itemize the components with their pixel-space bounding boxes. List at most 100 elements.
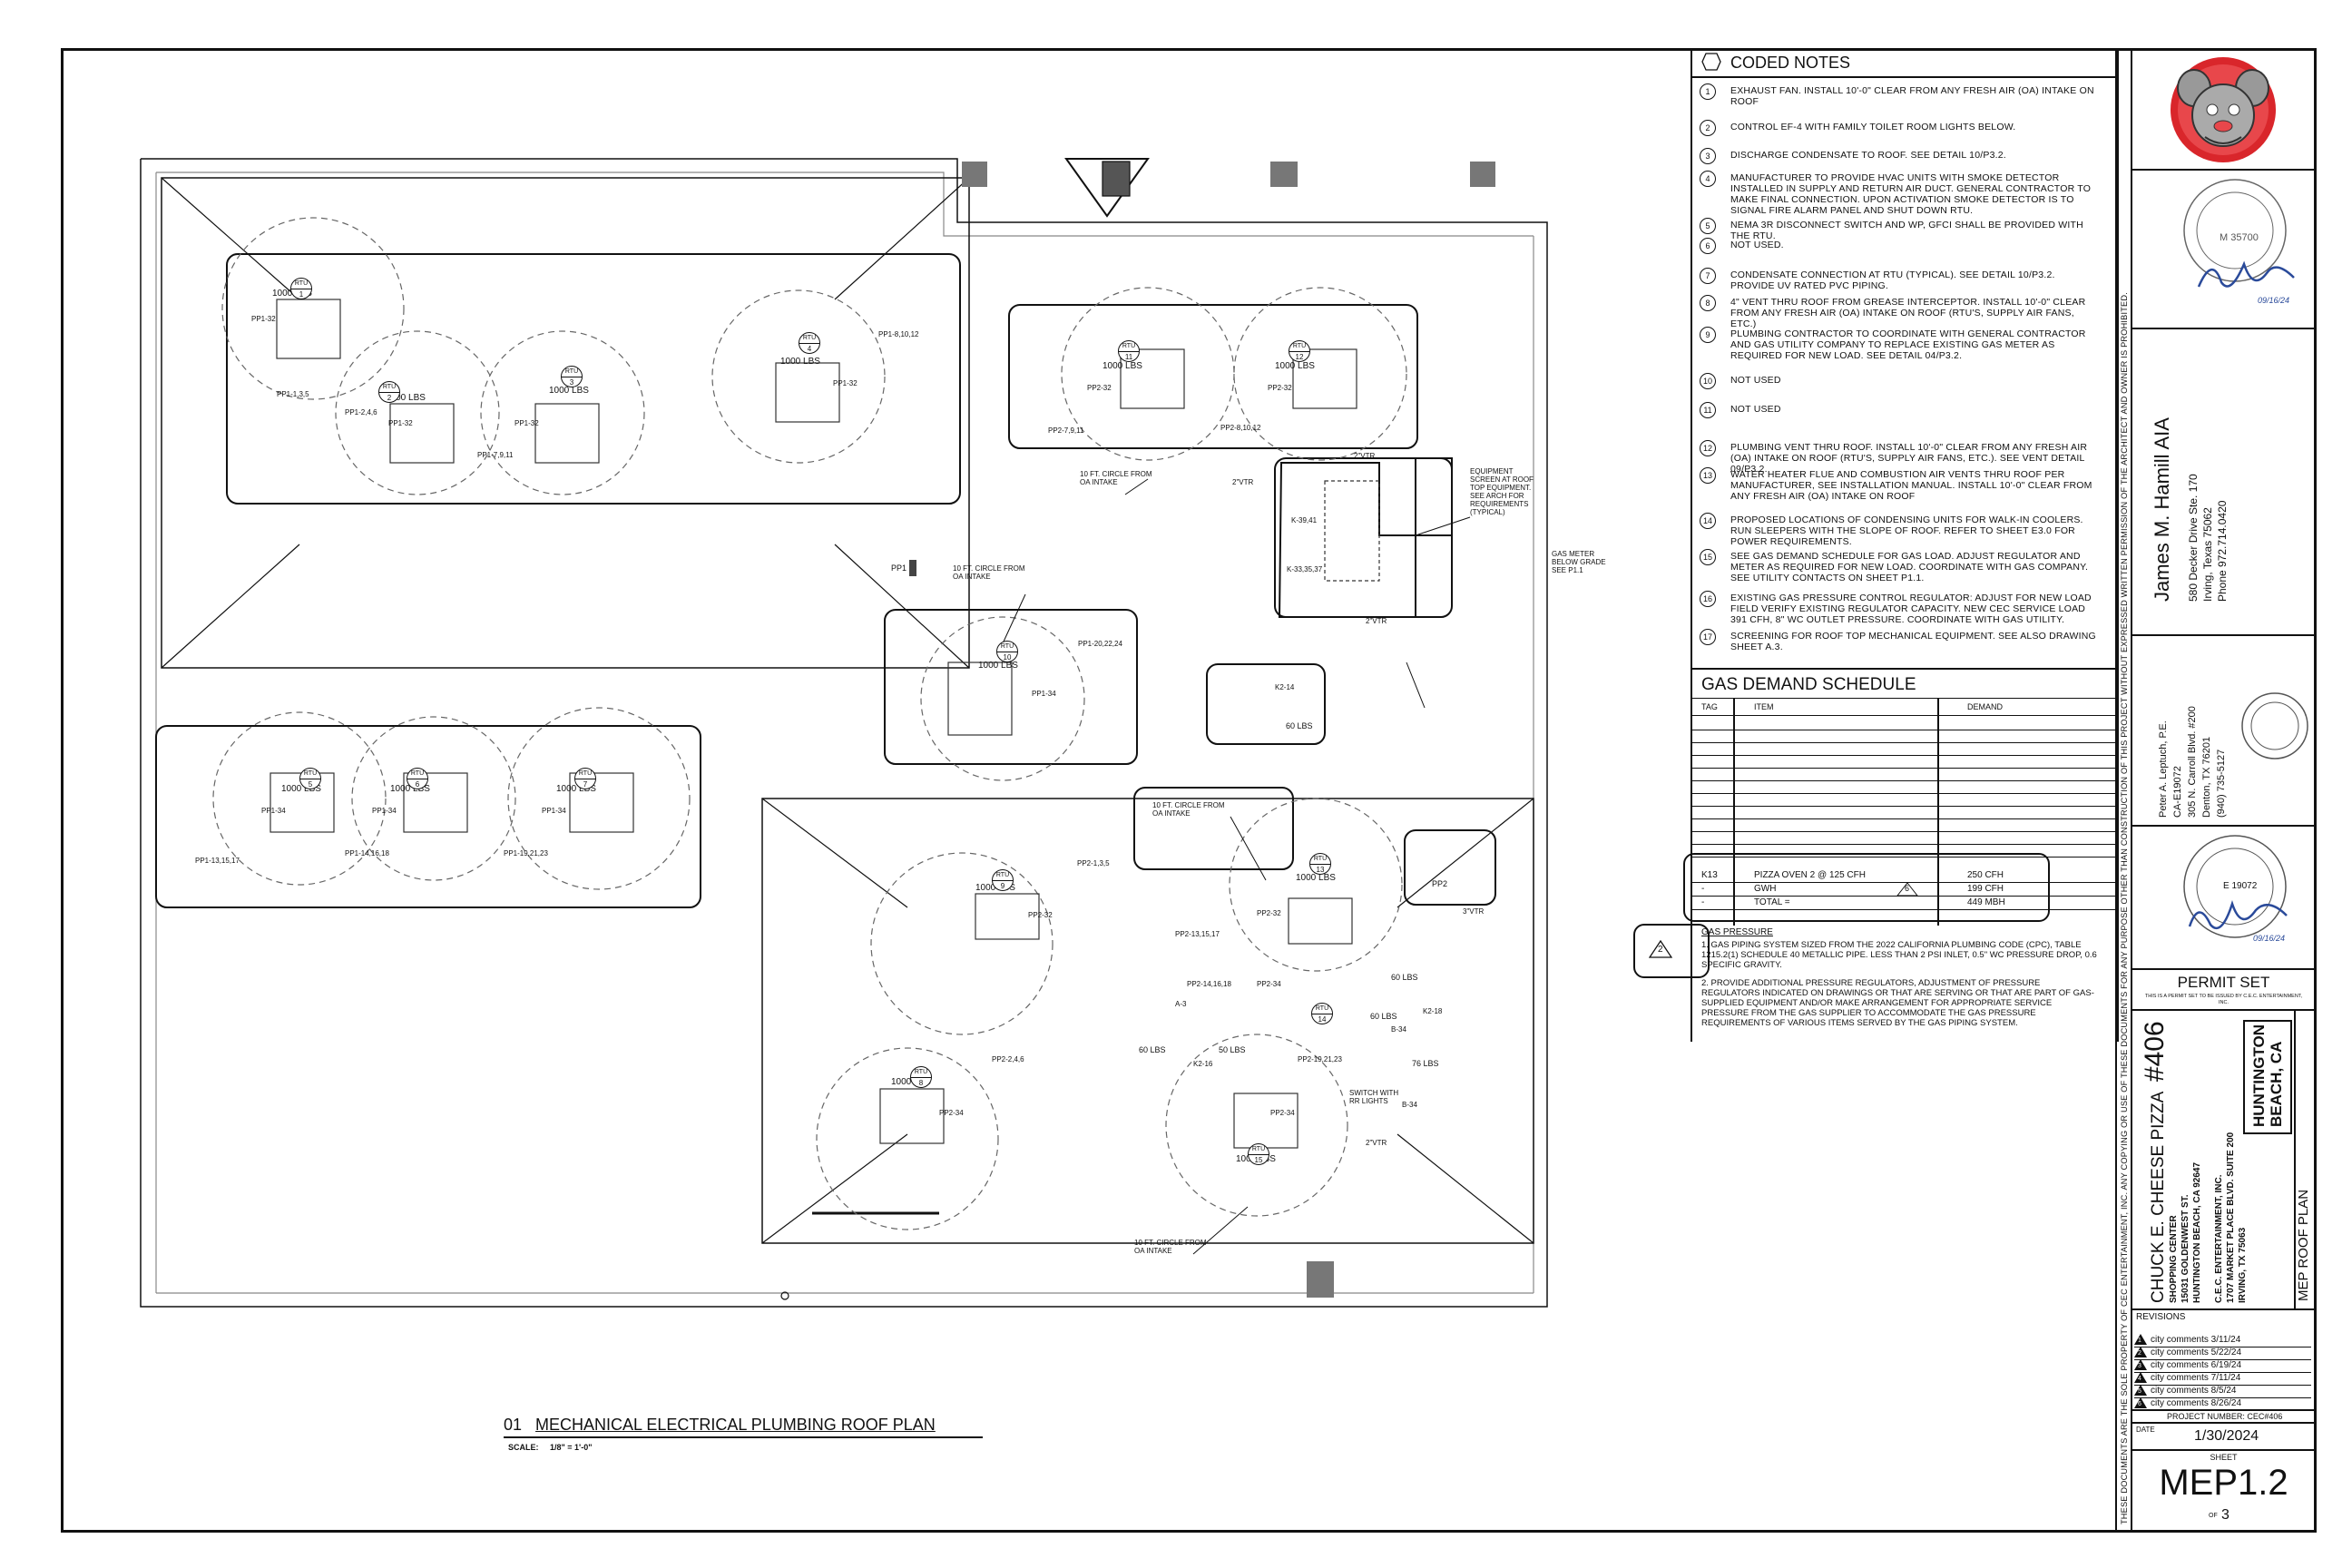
center-name: SHOPPING CENTER — [2169, 1215, 2179, 1303]
rtu-tag-number: 13 — [1316, 866, 1325, 874]
oa-circle-note-4: 10 FT. CIRCLE FROM OA INTAKE — [1134, 1239, 1207, 1255]
pp2-32-d: PP2-32 — [1257, 909, 1281, 917]
revision-number: 2 — [2138, 1350, 2141, 1357]
city-name: HUNTINGTON BEACH, CA — [2250, 1024, 2285, 1127]
rtu-5-weight: 1000 LBS — [281, 784, 321, 794]
gas-schedule-tag: - — [1701, 884, 1705, 894]
revision-number: 6 — [2138, 1401, 2141, 1407]
pp1-131517-label: PP1-13,15,17 — [195, 857, 240, 865]
date-value: 1/30/2024 — [2194, 1428, 2259, 1444]
pp1-34-c: PP1-34 — [542, 807, 566, 815]
sheet-border — [61, 48, 2317, 1533]
pp2-34-b: PP2-34 — [1257, 980, 1281, 988]
b34-label-2: B-34 — [1402, 1101, 1417, 1109]
coded-note-text: NOT USED. — [1730, 240, 1784, 250]
rtu-tag-number: 11 — [1124, 353, 1133, 361]
drawing-title-text: MECHANICAL ELECTRICAL PLUMBING ROOF PLAN — [535, 1416, 936, 1434]
owner-name: C.E.C. ENTERTAINMENT, INC. — [2214, 1174, 2224, 1303]
gas-schedule-tag: K13 — [1701, 870, 1718, 880]
city-box — [2243, 1020, 2292, 1134]
coded-note-number: 1 — [1700, 83, 1716, 100]
gas-schedule-demand: 199 CFH — [1967, 884, 2004, 894]
coded-note-number: 7 — [1700, 268, 1716, 284]
coded-note-text: WATER HEATER FLUE AND COMBUSTION AIR VEN… — [1730, 469, 2092, 502]
revision-text: city comments 8/5/24 — [2151, 1386, 2237, 1396]
engineer-signature-date: 09/16/24 — [2253, 934, 2286, 943]
rtu-2-weight: 1000 LBS — [386, 393, 426, 403]
drawing-scale: SCALE: 1/8" = 1'-0" — [508, 1443, 593, 1452]
coded-note-text: SEE GAS DEMAND SCHEDULE FOR GAS LOAD. AD… — [1730, 551, 2089, 583]
revision-delta-icon — [2134, 1397, 2147, 1409]
gas-schedule-blank-row — [1690, 730, 2115, 743]
sheet-title: MEP ROOF PLAN — [2296, 1189, 2311, 1301]
gas-schedule-blank-row — [1690, 818, 2115, 832]
architect-address-2: Irving, Texas 75062 — [2201, 507, 2214, 602]
coded-note-text: EXISTING GAS PRESSURE CONTROL REGULATOR:… — [1730, 593, 2092, 625]
coded-notes-title: CODED NOTES — [1730, 54, 1851, 72]
architect-signature-date: 09/16/24 — [2258, 296, 2290, 305]
oa-circle-note-3: 10 FT. CIRCLE FROM OA INTAKE — [1152, 801, 1225, 818]
architect-seal-number: M 35700 — [2220, 232, 2259, 243]
rtu-tag-prefix: RTU — [562, 367, 582, 377]
revision-delta-icon — [2134, 1347, 2147, 1358]
revision-number: 1 — [2138, 1338, 2141, 1344]
revision-delta-icon — [2134, 1372, 2147, 1384]
gas-schedule-tag: - — [1701, 897, 1705, 907]
rtu-tag-number: 14 — [1318, 1015, 1327, 1024]
gas-rev-cloud — [1683, 853, 2050, 922]
vtr-label-5: 2"VTR — [1366, 1139, 1387, 1147]
rtu-12-weight: 1000 LBS — [1275, 361, 1315, 371]
k16-label: K2-16 — [1193, 1060, 1213, 1068]
pp1-202224-label: PP1-20,22,24 — [1078, 640, 1122, 648]
rtu-tag-number: 15 — [1254, 1156, 1263, 1164]
gas-schedule-header: TAG ITEM DEMAND — [1690, 699, 2115, 716]
sheet-number: MEP1.2 — [2159, 1463, 2288, 1503]
coded-note-text: CONDENSATE CONNECTION AT RTU (TYPICAL). … — [1730, 270, 2055, 291]
rtu-tag-prefix: RTU — [575, 769, 595, 779]
switch-note: SWITCH WITH RR LIGHTS — [1349, 1089, 1399, 1105]
vtr-label-2: 2"VTR — [1354, 452, 1376, 460]
engineer-firm-seal-icon — [2241, 692, 2308, 760]
k33-label: K-33,35,37 — [1287, 565, 1323, 573]
rtu-tag-number: 9 — [1000, 882, 1005, 890]
weight-60-1: 60 LBS — [1286, 721, 1313, 730]
rtu-tag-number: 12 — [1295, 353, 1304, 361]
rtu-tag-prefix: RTU — [993, 870, 1013, 881]
drawing-number: 01 — [504, 1416, 523, 1434]
pp2-141618-label: PP2-14,16,18 — [1187, 980, 1231, 988]
k39-label: K-39,41 — [1291, 516, 1318, 524]
weight-60-3: 60 LBS — [1370, 1012, 1397, 1021]
pp1-81012-label: PP1-8,10,12 — [878, 330, 919, 338]
rtu-tag-number: 10 — [1003, 653, 1012, 662]
pp2-32-b: PP2-32 — [1268, 384, 1292, 392]
architect-seal-block: M 35700 09/16/24 — [2131, 171, 2317, 329]
gas-pressure-note-2: 2. PROVIDE ADDITIONAL PRESSURE REGULATOR… — [1701, 978, 2094, 1028]
rtu-tag-number: 4 — [807, 345, 812, 353]
coded-note-text: NEMA 3R DISCONNECT SWITCH AND WP, GFCI S… — [1730, 220, 2083, 241]
k18-label: K2-18 — [1423, 1007, 1443, 1015]
gas-schedule-blank-row — [1690, 844, 2115, 858]
notes-column — [1690, 48, 2119, 1042]
coded-note-text: 4" VENT THRU ROOF FROM GREASE INTERCEPTO… — [1730, 297, 2086, 329]
a3-label: A-3 — [1175, 1000, 1187, 1008]
pp2-32-c: PP2-32 — [1028, 911, 1053, 919]
gas-meter-note: GAS METER BELOW GRADE SEE P1.1 — [1552, 550, 1606, 574]
rtu-13-weight: 1000 LBS — [1296, 873, 1336, 883]
pp2-34-c: PP2-34 — [1270, 1109, 1295, 1117]
pp1-192123-label: PP1-19,21,23 — [504, 849, 548, 858]
pp1-7911-label: PP1-7,9,11 — [477, 451, 514, 459]
coded-note-number: 8 — [1700, 295, 1716, 311]
weight-76: 76 LBS — [1412, 1059, 1439, 1068]
